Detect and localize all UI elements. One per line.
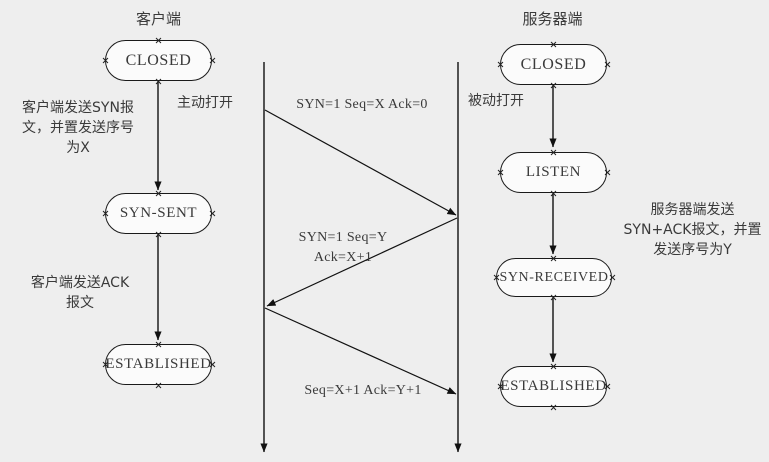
server-state-syn-received[interactable]: SYN-RECEIVED	[496, 258, 612, 297]
client-column-title: 客户端	[135, 10, 181, 28]
server-state-listen[interactable]: LISTEN	[500, 152, 607, 193]
message-label-syn-ack: SYN=1 Seq=Y Ack=X+1	[298, 230, 388, 266]
client-state-closed-label: CLOSED	[125, 51, 192, 69]
client-note-ack: 客户端发送ACK 报文	[30, 275, 130, 311]
client-active-open-label: 主动打开	[177, 95, 233, 111]
client-state-syn-sent[interactable]: SYN-SENT	[105, 193, 212, 234]
server-state-closed[interactable]: CLOSED	[500, 44, 607, 85]
server-state-established-label: ESTABLISHED	[500, 378, 607, 394]
server-state-closed-label: CLOSED	[520, 55, 587, 73]
client-state-established-label: ESTABLISHED	[105, 356, 212, 372]
server-column-title: 服务器端	[522, 10, 583, 28]
server-passive-open-label: 被动打开	[468, 93, 524, 109]
server-state-syn-received-label: SYN-RECEIVED	[499, 269, 609, 285]
server-note-syn-ack: 服务器端发送 SYN+ACK报文，并置 发送序号为Y	[623, 202, 762, 258]
server-state-listen-label: LISTEN	[525, 164, 582, 180]
arrow-syn	[264, 109, 457, 216]
client-state-established[interactable]: ESTABLISHED	[105, 344, 212, 385]
message-label-ack: Seq=X+1 Ack=Y+1	[304, 383, 422, 398]
client-note-syn: 客户端发送SYN报 文，并置发送序号 为X	[22, 100, 134, 156]
message-label-syn: SYN=1 Seq=X Ack=0	[296, 97, 428, 112]
client-state-syn-sent-label: SYN-SENT	[119, 205, 198, 221]
client-state-closed[interactable]: CLOSED	[105, 40, 212, 81]
server-state-established[interactable]: ESTABLISHED	[500, 366, 607, 407]
